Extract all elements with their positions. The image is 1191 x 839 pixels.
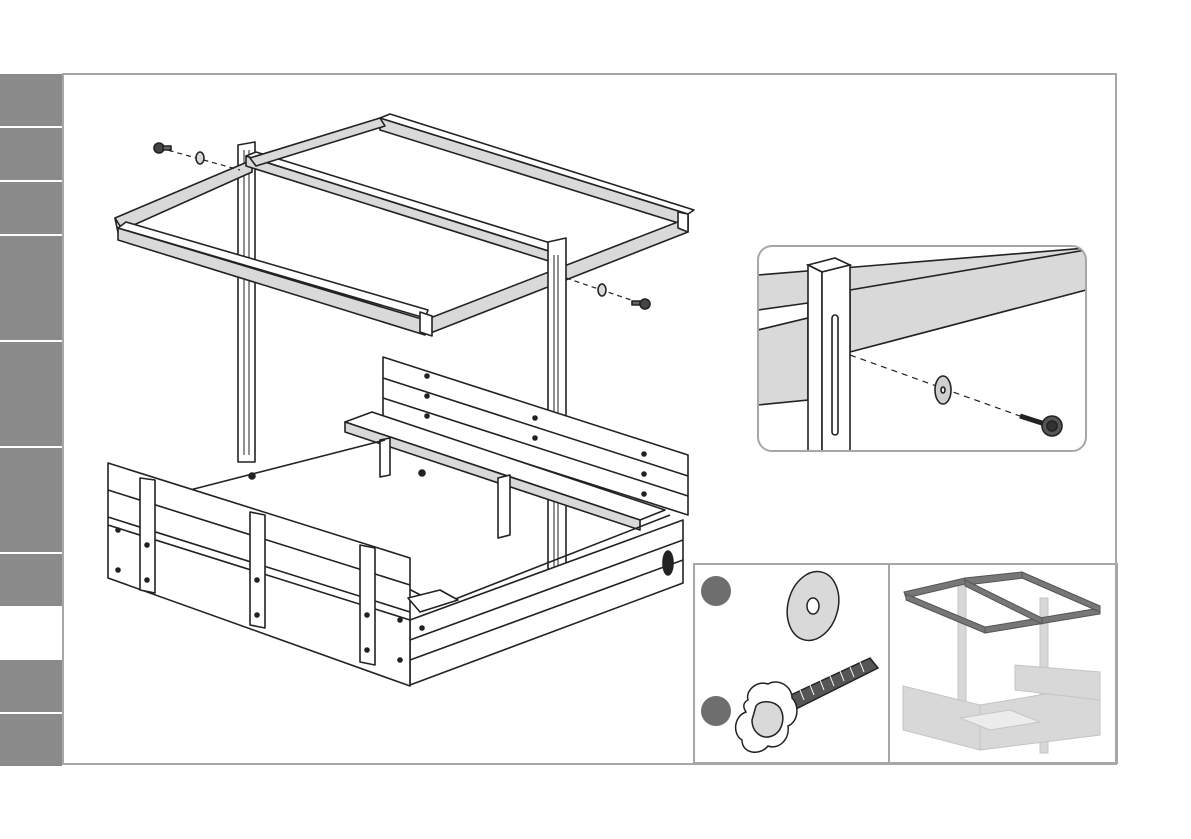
back-wall — [345, 357, 688, 538]
completed-sandbox-overview-illustration — [903, 572, 1100, 753]
sandbox-roof-assembly-illustration — [108, 114, 694, 686]
step-marker-2 — [701, 696, 731, 726]
bolt-washer-detail-illustration — [758, 246, 1086, 451]
bolt-washer-right — [566, 278, 650, 309]
washer-icon — [780, 566, 846, 647]
step-marker-1 — [701, 576, 731, 606]
back-left-post — [238, 142, 255, 462]
parts-panel-content — [701, 566, 878, 753]
bolt-washer-left — [154, 143, 240, 170]
star-knob-bolt-icon — [736, 658, 878, 752]
roof-frame — [115, 114, 694, 336]
front-wall — [108, 463, 458, 686]
